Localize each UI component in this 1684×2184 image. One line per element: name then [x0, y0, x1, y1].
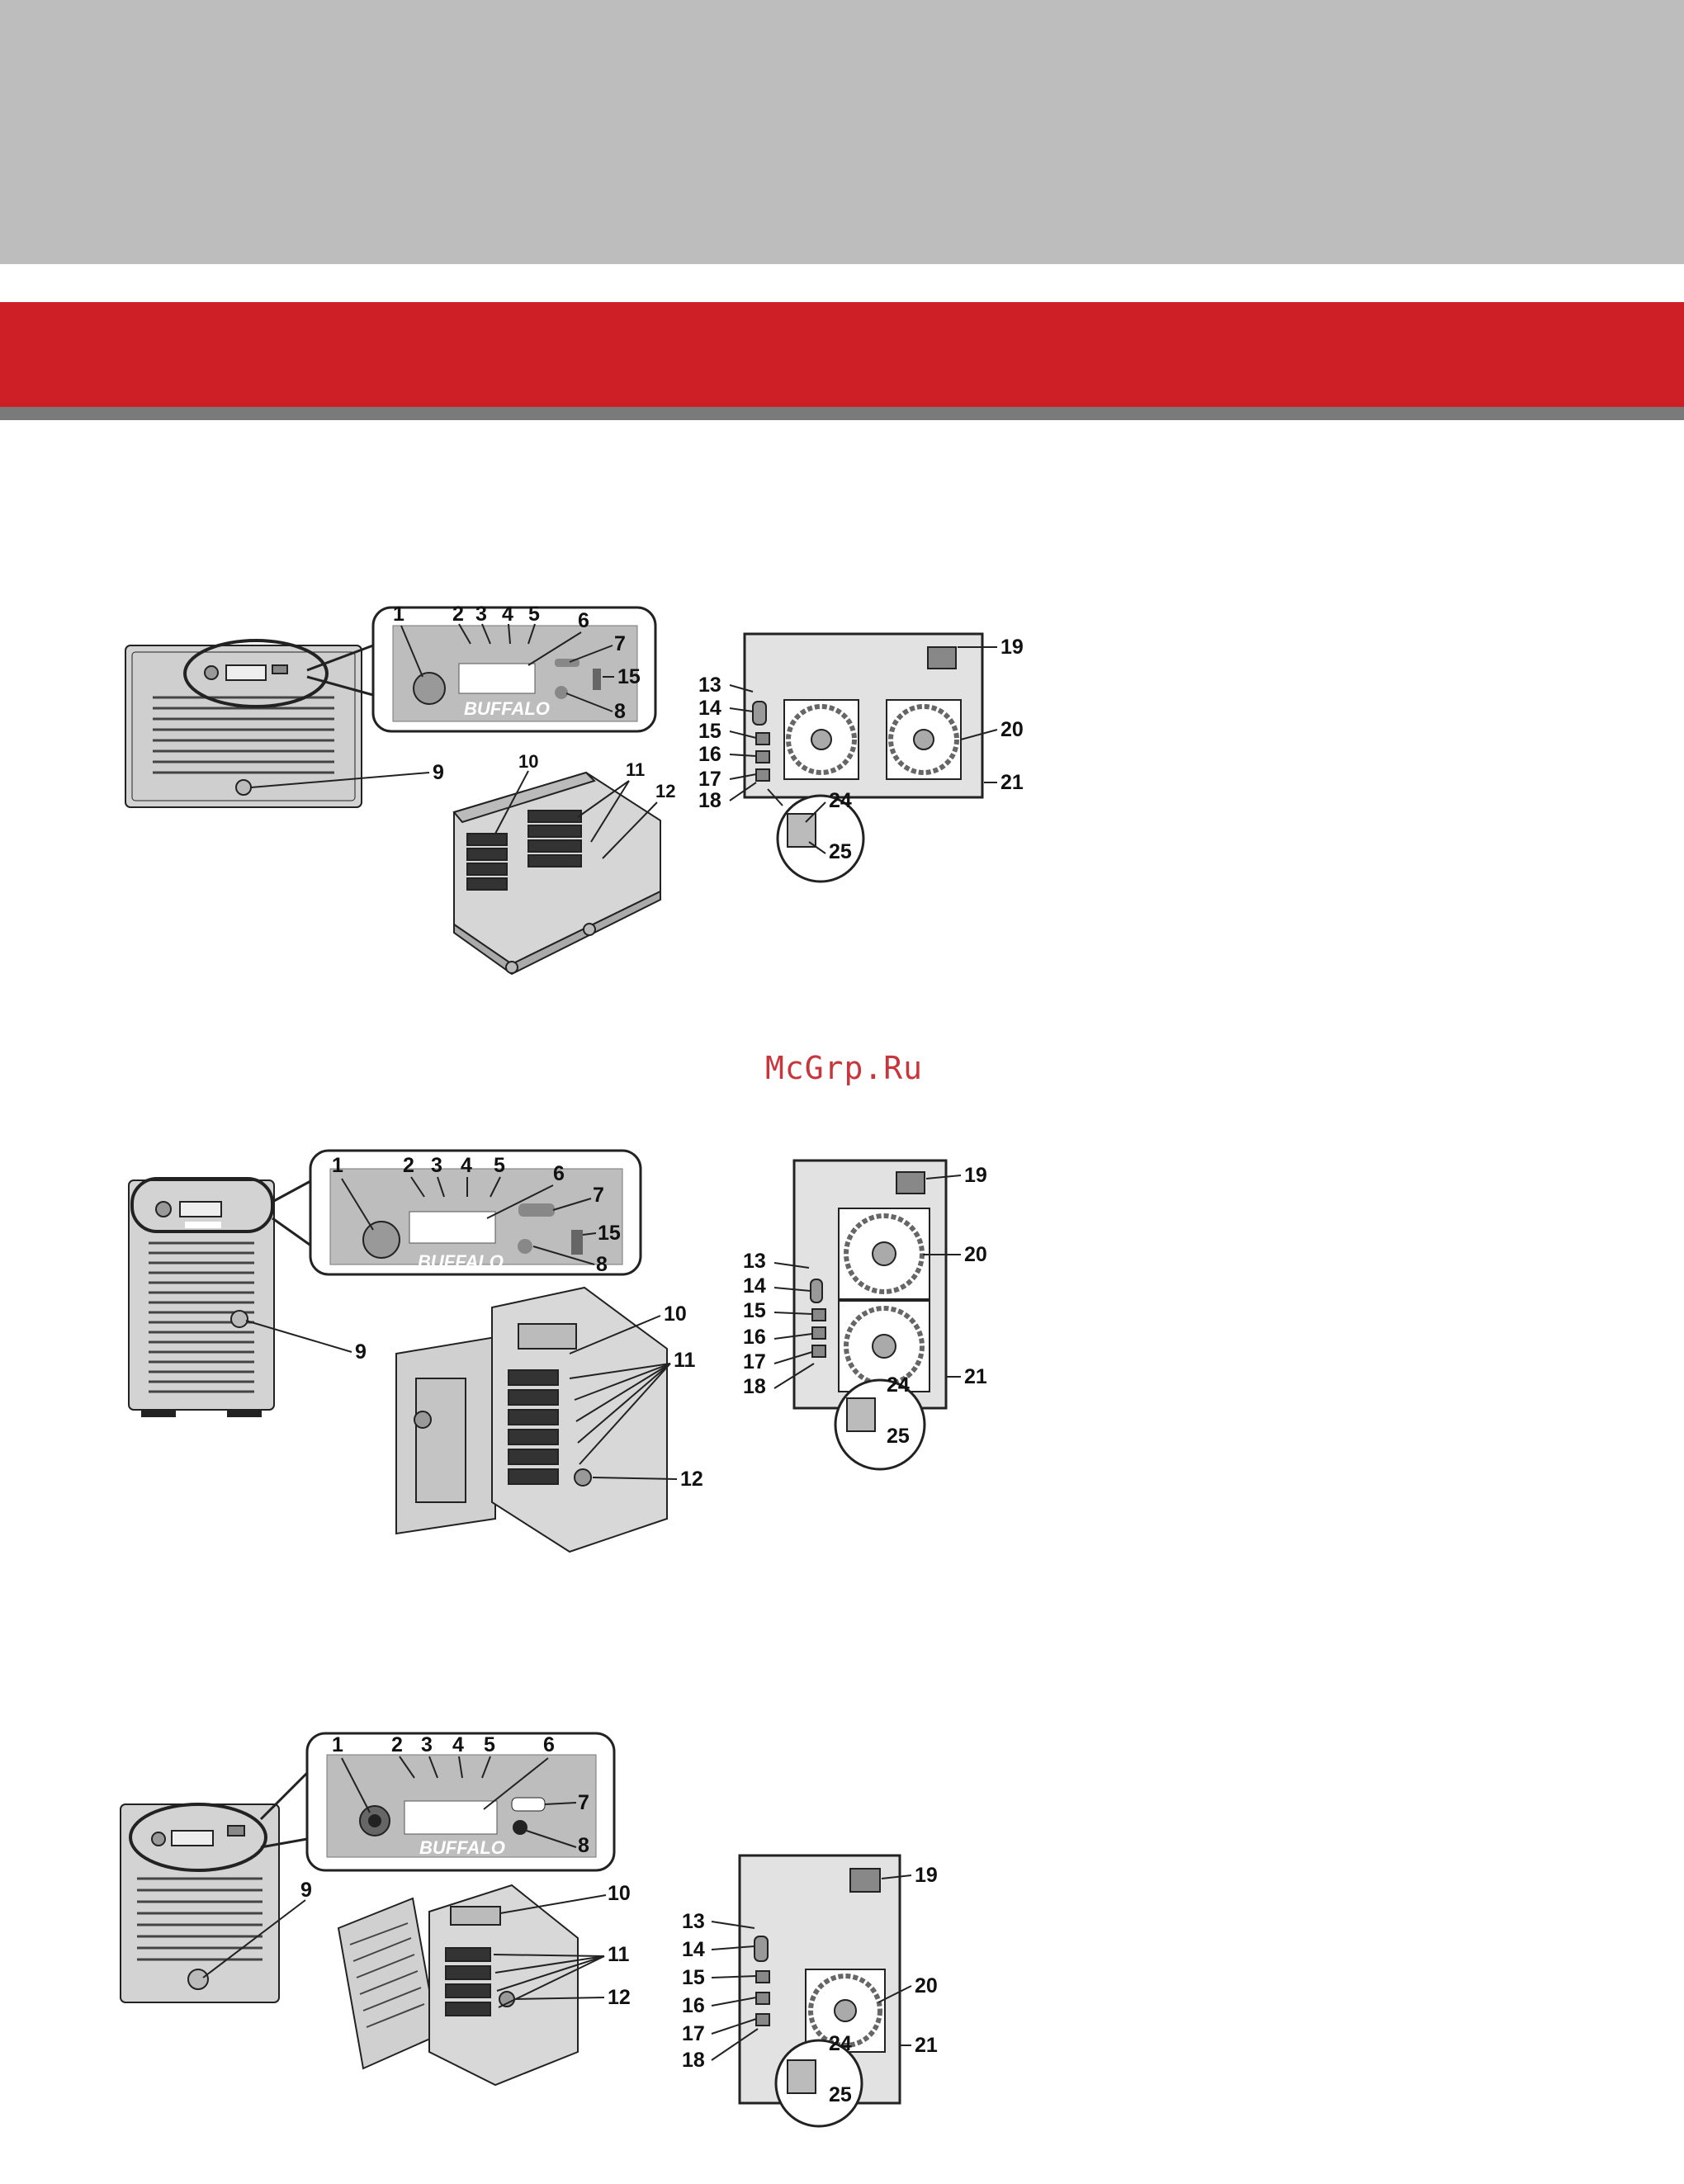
unit-rear-illustration	[740, 1855, 900, 2126]
callout-9: 9	[355, 1340, 367, 1364]
front-panel-zoom: BUFFALO	[310, 1151, 641, 1274]
callout-16: 16	[698, 743, 721, 766]
callout-11: 11	[674, 1349, 696, 1372]
callout-2: 2	[403, 1154, 414, 1177]
front-panel-logo: BUFFALO	[464, 698, 550, 719]
callout-15-front: 15	[598, 1222, 621, 1245]
callout-6: 6	[553, 1162, 565, 1185]
callout-18: 18	[698, 789, 721, 812]
callout-24: 24	[887, 1373, 910, 1397]
callout-13: 13	[682, 1910, 705, 1933]
unit-front-illustration	[125, 641, 362, 807]
callout-25: 25	[887, 1425, 910, 1448]
callout-10: 10	[664, 1302, 687, 1326]
callout-7: 7	[578, 1791, 589, 1814]
callout-17: 17	[698, 768, 721, 791]
callout-12: 12	[655, 781, 675, 801]
callout-8: 8	[578, 1834, 589, 1857]
callout-4: 4	[502, 603, 513, 626]
callout-15-rear: 15	[698, 720, 721, 743]
callout-24: 24	[829, 2032, 852, 2055]
diagram-tower-unit: BUFFALO 1 2 3 4 5 6 7 8 15 9 10 11	[0, 1139, 1684, 1601]
callout-12: 12	[608, 1986, 631, 2009]
unit-rear-illustration	[794, 1161, 946, 1469]
unit-open-drive-bays	[396, 1288, 667, 1552]
watermark-text: McGrp.Ru	[765, 1050, 923, 1086]
callout-25: 25	[829, 2083, 852, 2106]
callout-24: 24	[829, 789, 852, 812]
unit-rear-illustration	[745, 634, 982, 882]
callout-4: 4	[461, 1154, 472, 1177]
callout-18: 18	[682, 2049, 705, 2072]
callout-11: 11	[626, 759, 645, 780]
front-panel-zoom: BUFFALO	[373, 607, 655, 731]
callout-19: 19	[1000, 636, 1024, 659]
header-red-band	[0, 302, 1684, 407]
callout-8: 8	[596, 1253, 608, 1276]
callout-15-front: 15	[617, 665, 641, 688]
callout-1: 1	[332, 1733, 343, 1756]
unit-open-drive-bays	[454, 773, 660, 974]
callout-3: 3	[475, 603, 487, 626]
callout-4: 4	[452, 1733, 464, 1756]
callout-7: 7	[593, 1184, 604, 1207]
callout-3: 3	[421, 1733, 433, 1756]
callout-16: 16	[682, 1994, 705, 2017]
unit-front-illustration	[121, 1804, 279, 2002]
header-gray-band	[0, 0, 1684, 264]
callout-9: 9	[433, 761, 444, 784]
callout-13: 13	[698, 674, 721, 697]
callout-10: 10	[608, 1882, 631, 1905]
callout-1: 1	[332, 1154, 343, 1177]
callout-20: 20	[964, 1243, 987, 1266]
unit-front-illustration	[129, 1179, 274, 1416]
callout-19: 19	[964, 1164, 987, 1187]
callout-5: 5	[528, 603, 540, 626]
callout-8: 8	[614, 700, 626, 723]
callout-17: 17	[682, 2022, 705, 2045]
diagram-compact-svg: BUFFALO 1 2 3 4 5 6 7 8 9 10	[0, 1722, 1684, 2184]
callout-25: 25	[829, 840, 852, 863]
callout-9: 9	[300, 1879, 312, 1902]
callout-17: 17	[743, 1350, 766, 1373]
callout-15: 15	[682, 1966, 705, 1989]
callout-20: 20	[915, 1974, 938, 1997]
callout-3: 3	[431, 1154, 442, 1177]
callout-18: 18	[743, 1375, 766, 1398]
callout-21: 21	[1000, 771, 1024, 794]
callout-5: 5	[494, 1154, 505, 1177]
callout-14: 14	[682, 1938, 705, 1961]
callout-1: 1	[393, 603, 404, 626]
callout-7: 7	[614, 632, 626, 655]
callout-21: 21	[915, 2034, 938, 2057]
front-panel-logo: BUFFALO	[419, 1837, 505, 1858]
callout-11: 11	[608, 1943, 630, 1966]
callout-13: 13	[743, 1250, 766, 1273]
callout-15-rear: 15	[743, 1299, 766, 1322]
callout-2: 2	[391, 1733, 403, 1756]
callout-16: 16	[743, 1326, 766, 1349]
callout-14: 14	[698, 697, 721, 720]
diagram-tower-svg: BUFFALO 1 2 3 4 5 6 7 8 15 9 10 11	[0, 1139, 1684, 1601]
callout-6: 6	[543, 1733, 555, 1756]
callout-5: 5	[484, 1733, 495, 1756]
callout-12: 12	[680, 1468, 703, 1491]
unit-open-drive-bays	[338, 1885, 578, 2085]
callout-19: 19	[915, 1864, 938, 1887]
diagram-desktop-unit: BUFFALO 1 2 3 4 5 6 7 8 15 9 10 11	[0, 594, 1684, 1057]
callout-20: 20	[1000, 718, 1024, 741]
callout-21: 21	[964, 1365, 987, 1388]
header-divider-line	[0, 407, 1684, 420]
diagram-compact-unit: BUFFALO 1 2 3 4 5 6 7 8 9 10	[0, 1722, 1684, 2184]
callout-14: 14	[743, 1274, 766, 1298]
callout-2: 2	[452, 603, 464, 626]
callout-6: 6	[578, 609, 589, 632]
front-panel-logo: BUFFALO	[418, 1251, 504, 1272]
diagram-desktop-svg: BUFFALO 1 2 3 4 5 6 7 8 15 9 10 11	[0, 594, 1684, 1057]
callout-10: 10	[518, 751, 538, 772]
